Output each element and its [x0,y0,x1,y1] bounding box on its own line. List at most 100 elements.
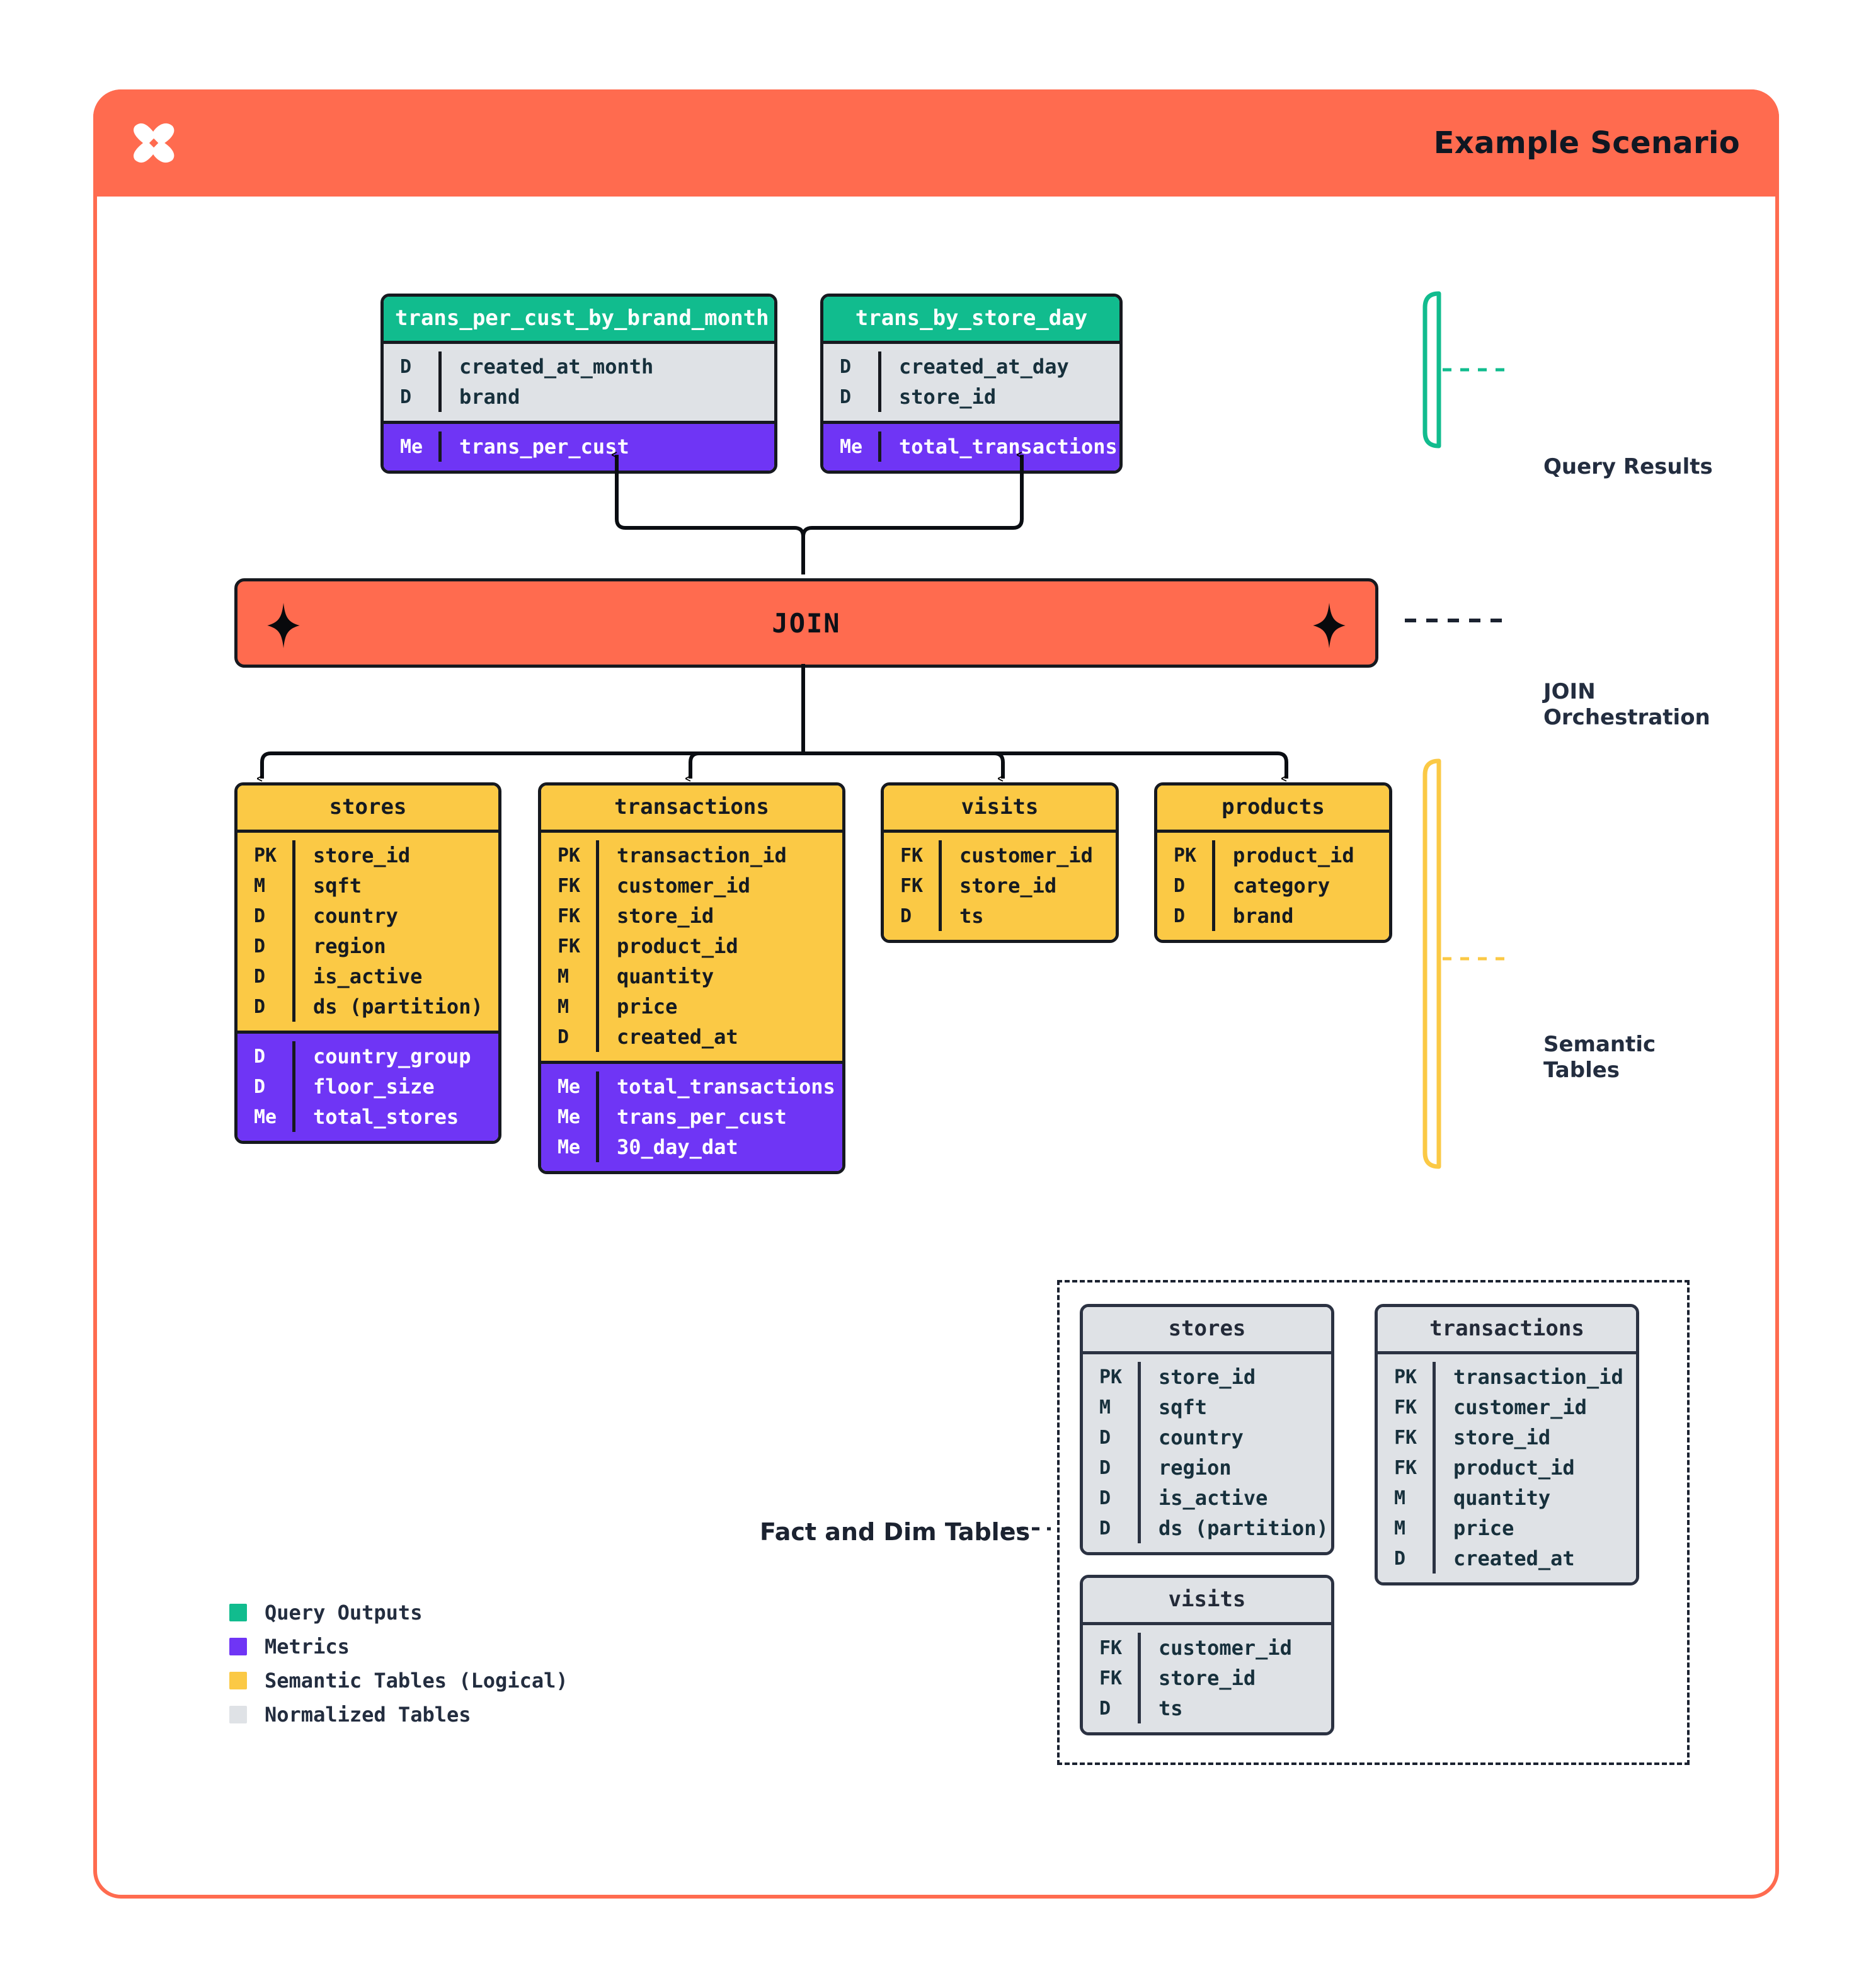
row-key: FK [541,901,599,931]
row-col: 30_day_dat [617,1135,738,1159]
row-col: transaction_id [617,843,787,867]
row-key: D [1083,1513,1141,1543]
row-col: total_stores [313,1105,459,1129]
legend-item-semantic-tables: Semantic Tables (Logical) [229,1664,568,1698]
row-col: quantity [1453,1486,1551,1510]
row-col: store_id [959,874,1057,898]
row-key: D [1378,1543,1436,1574]
row-key: M [1378,1483,1436,1513]
row-key: Me [384,431,442,462]
x-sparkle-logo-icon [126,115,183,171]
row-col: trans_per_cust [459,435,629,459]
row-key: D [541,1022,599,1052]
row-key: D [1157,871,1215,901]
table-row: Me 30_day_dat [541,1132,842,1162]
table-title: transactions [541,785,842,830]
table-row: FK store_id [541,901,842,931]
row-col: quantity [617,964,714,988]
annotation-query-results: Query Results [1543,454,1713,479]
row-key: D [237,931,295,961]
row-key: Me [541,1071,599,1102]
legend: Query Outputs Metrics Semantic Tables (L… [229,1596,568,1732]
row-col: store_id [617,904,714,928]
row-key: Me [823,431,881,462]
row-key: FK [884,840,942,871]
row-key: D [823,351,881,382]
row-key: D [1083,1693,1141,1723]
legend-label: Semantic Tables (Logical) [265,1669,568,1693]
row-col: is_active [1159,1486,1268,1510]
table-title: trans_by_store_day [823,297,1119,341]
table-row: D created_at_day [823,351,1119,382]
row-col: category [1233,874,1330,898]
row-key: D [237,901,295,931]
row-col: ts [1159,1696,1183,1720]
table-title: trans_per_cust_by_brand_month [384,297,774,341]
row-key: D [237,991,295,1022]
legend-swatch-query-outputs [229,1604,247,1621]
row-col: region [313,934,386,958]
table-title: visits [884,785,1116,830]
row-col: transaction_id [1453,1365,1623,1389]
row-key: M [1083,1392,1141,1422]
query-result-table-trans-per-cust-by-brand-month[interactable]: trans_per_cust_by_brand_month D created_… [380,294,777,474]
row-col: created_at [1453,1546,1575,1570]
row-key: D [1083,1422,1141,1453]
row-col: customer_id [1159,1636,1292,1660]
table-row: D store_id [823,382,1119,412]
row-col: floor_size [313,1075,435,1099]
row-col: customer_id [1453,1395,1587,1419]
annotation-fact-and-dim-tables: Fact and Dim Tables [760,1518,1031,1546]
table-row: D brand [384,382,774,412]
row-col: store_id [899,385,997,409]
sparkle-icon [1311,603,1347,648]
legend-swatch-metrics [229,1638,247,1655]
legend-label: Normalized Tables [265,1703,471,1727]
table-row: Me trans_per_cust [384,431,774,462]
row-col: product_id [1453,1456,1575,1480]
row-col: created_at [617,1025,738,1049]
query-result-table-trans-by-store-day[interactable]: trans_by_store_day D created_at_day D st… [820,294,1123,474]
legend-label: Metrics [265,1635,350,1659]
table-row: D created_at_month [384,351,774,382]
legend-swatch-semantic-tables [229,1672,247,1689]
row-key: FK [1083,1663,1141,1693]
annotation-join-orchestration: JOIN Orchestration [1543,679,1710,731]
row-key: Me [541,1132,599,1162]
metric-section: Me trans_per_cust [384,421,774,471]
row-key: Me [237,1102,295,1132]
row-col: store_id [1159,1365,1256,1389]
join-orchestration-bar[interactable]: JOIN [234,578,1378,668]
row-key: D [1083,1483,1141,1513]
table-row: Me total_stores [237,1102,498,1132]
